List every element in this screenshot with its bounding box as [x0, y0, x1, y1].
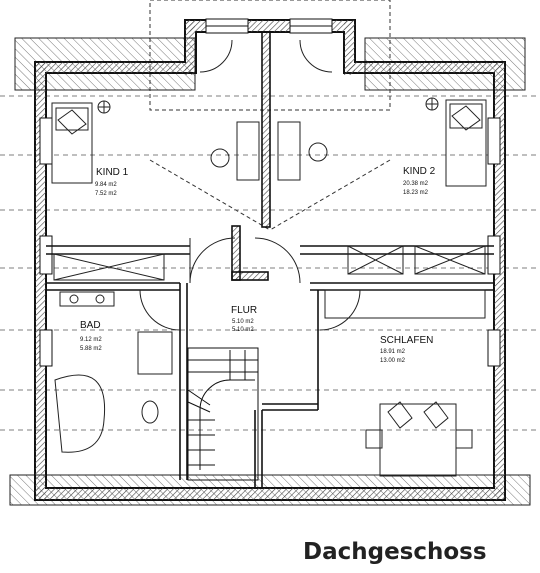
room-area: 7.52 m2: [95, 191, 117, 197]
room-label-flur: FLUR 5.10 m2 5.10 m2: [231, 305, 257, 333]
plan-title: Dachgeschoss: [303, 539, 487, 565]
room-area: 9.12 m2: [80, 337, 102, 343]
room-area: 20.38 m2: [403, 181, 429, 187]
furniture: [51, 97, 487, 477]
room-area: 5.88 m2: [80, 346, 102, 352]
room-area: 18.23 m2: [403, 190, 429, 196]
room-name: SCHLAFEN: [380, 335, 433, 346]
room-name: KIND 2: [403, 166, 436, 177]
room-label-schlafen: SCHLAFEN 18.91 m2 13.00 m2: [380, 335, 433, 364]
room-area: 5.10 m2: [232, 319, 254, 325]
room-area: 5.10 m2: [232, 327, 254, 333]
room-area: 13.00 m2: [380, 358, 406, 364]
staircase: [187, 347, 259, 481]
room-label-kind2: KIND 2 20.38 m2 18.23 m2: [403, 166, 436, 196]
windows: [39, 18, 501, 367]
room-label-bad: BAD 9.12 m2 5.88 m2: [80, 320, 102, 352]
room-label-kind1: KIND 1 9.84 m2 7.52 m2: [95, 167, 129, 197]
room-name: BAD: [80, 320, 101, 331]
room-area: 9.84 m2: [95, 182, 117, 188]
room-name: FLUR: [231, 305, 257, 316]
room-name: KIND 1: [96, 167, 129, 178]
roof-slope-lines: [0, 95, 540, 431]
room-area: 18.91 m2: [380, 349, 406, 355]
